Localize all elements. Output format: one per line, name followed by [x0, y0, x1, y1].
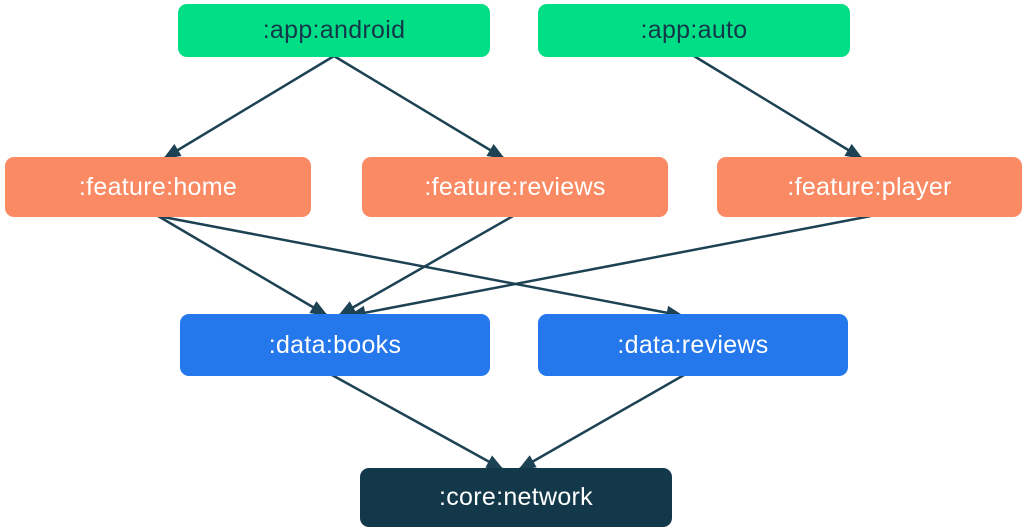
edge-data-reviews-to-core-network	[517, 373, 685, 472]
edge-feature-player-to-data-books	[347, 214, 872, 320]
edge-app-android-to-feature-home	[162, 54, 335, 161]
edge-feature-reviews-to-data-books	[337, 214, 514, 318]
node-data-reviews: :data:reviews	[538, 314, 848, 376]
edge-feature-home-to-data-books	[157, 214, 329, 318]
node-app-auto: :app:auto	[538, 4, 850, 57]
edge-data-books-to-core-network	[331, 373, 505, 472]
edge-app-auto-to-feature-player	[693, 54, 864, 161]
node-feature-player: :feature:player	[717, 157, 1022, 217]
node-feature-reviews: :feature:reviews	[362, 157, 668, 217]
node-app-android: :app:android	[178, 4, 490, 57]
edge-app-android-to-feature-reviews	[333, 54, 506, 161]
node-feature-home: :feature:home	[5, 157, 311, 217]
edge-feature-home-to-data-reviews	[157, 214, 685, 320]
node-core-network: :core:network	[360, 468, 672, 527]
node-data-books: :data:books	[180, 314, 490, 376]
